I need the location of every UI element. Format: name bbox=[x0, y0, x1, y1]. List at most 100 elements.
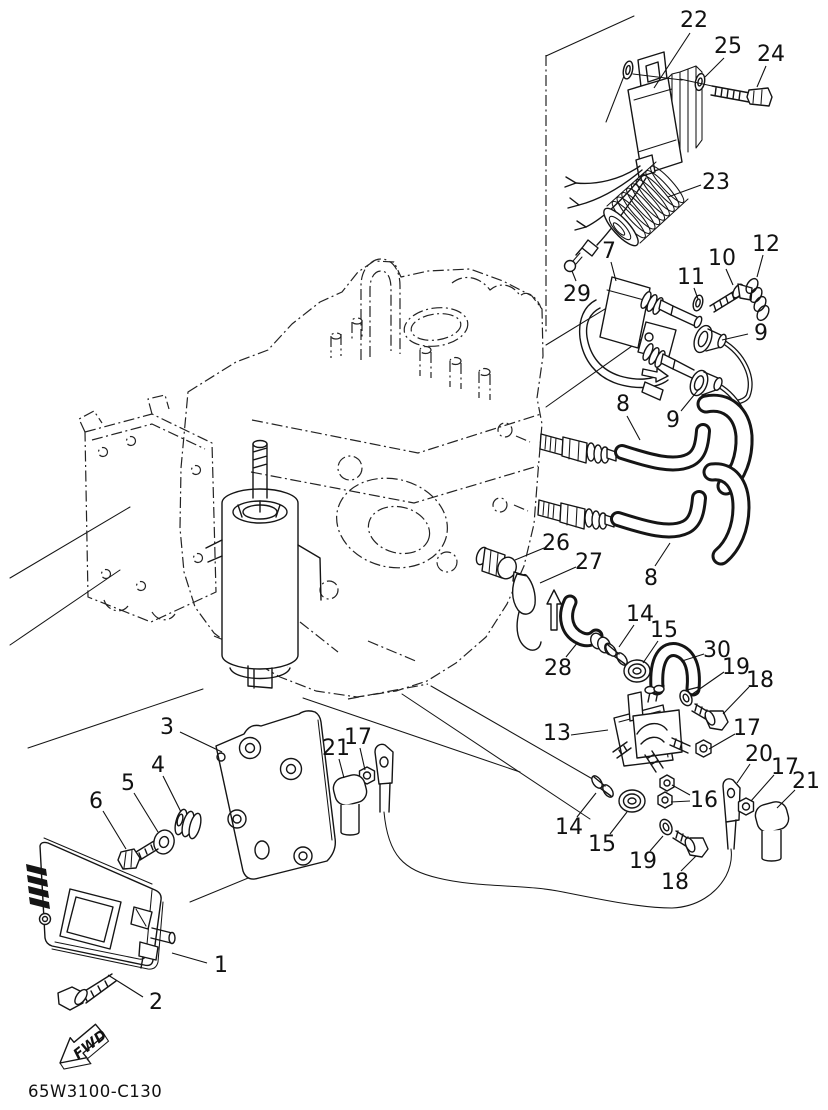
starter-motor bbox=[205, 439, 322, 689]
callout-number: 9 bbox=[754, 321, 768, 346]
callout-26: 26 bbox=[514, 531, 570, 561]
leader-line bbox=[171, 952, 208, 964]
callout-17: 17 bbox=[708, 716, 761, 750]
cdi-bracket bbox=[117, 710, 337, 880]
callout-number: 19 bbox=[629, 849, 657, 874]
leader-line bbox=[667, 184, 702, 198]
callout-18: 18 bbox=[722, 668, 774, 715]
engine-block bbox=[78, 258, 544, 700]
install-direction-arrow bbox=[546, 589, 562, 631]
leader-line bbox=[102, 810, 127, 850]
callout-21: 21 bbox=[776, 769, 820, 809]
callout-number: 26 bbox=[542, 531, 570, 556]
relay-mounts bbox=[591, 643, 709, 858]
battery-cable bbox=[332, 743, 790, 909]
callout-number: 16 bbox=[690, 788, 718, 813]
callout-number: 15 bbox=[650, 618, 678, 643]
callout-8: 8 bbox=[644, 542, 671, 591]
callout-number: 9 bbox=[666, 408, 680, 433]
callout-number: 24 bbox=[757, 42, 785, 67]
callout-14: 14 bbox=[555, 792, 597, 840]
starter-relay bbox=[612, 642, 729, 809]
callout-number: 14 bbox=[626, 602, 654, 627]
leader-line bbox=[756, 254, 764, 278]
callout-number: 8 bbox=[616, 392, 630, 417]
callout-29: 29 bbox=[563, 270, 591, 307]
callout-number: 8 bbox=[644, 566, 658, 591]
callout-4: 4 bbox=[151, 753, 182, 813]
leader-line bbox=[693, 287, 699, 300]
leader-line bbox=[750, 774, 775, 802]
leader-line bbox=[721, 333, 749, 341]
rectifier-regulator bbox=[564, 51, 773, 257]
callout-30: 30 bbox=[681, 638, 731, 663]
callout-18: 18 bbox=[661, 855, 697, 895]
callout-17: 17 bbox=[750, 755, 799, 802]
leader-line bbox=[776, 789, 796, 809]
leader-line bbox=[565, 641, 579, 658]
corrugated-tube bbox=[603, 161, 689, 247]
leader-line bbox=[653, 32, 691, 89]
callout-13: 13 bbox=[543, 721, 609, 746]
callout-number: 13 bbox=[543, 721, 571, 746]
callout-number: 17 bbox=[771, 755, 799, 780]
callout-number: 25 bbox=[714, 34, 742, 59]
leader-line bbox=[539, 566, 577, 584]
callout-number: 28 bbox=[544, 656, 572, 681]
callout-number: 1 bbox=[214, 953, 228, 978]
leader-line bbox=[570, 729, 609, 736]
leader-line bbox=[736, 763, 751, 784]
callout-23: 23 bbox=[667, 170, 730, 198]
callout-19: 19 bbox=[690, 655, 750, 696]
leader-line bbox=[690, 671, 725, 696]
callout-20: 20 bbox=[736, 742, 773, 784]
callout-8: 8 bbox=[616, 392, 641, 441]
callout-7: 7 bbox=[602, 239, 617, 282]
leader-line bbox=[162, 775, 182, 813]
callout-number: 4 bbox=[151, 753, 165, 778]
callout-22: 22 bbox=[653, 8, 708, 89]
callout-16: 16 bbox=[670, 784, 718, 813]
callout-5: 5 bbox=[121, 771, 159, 833]
callout-25: 25 bbox=[704, 34, 742, 78]
leader-line bbox=[680, 388, 700, 412]
spark-plugs bbox=[537, 433, 617, 530]
callout-10: 10 bbox=[708, 246, 736, 286]
leader-line bbox=[571, 270, 577, 282]
leader-line bbox=[704, 57, 725, 78]
callout-number: 21 bbox=[792, 769, 820, 794]
cdi-unit bbox=[26, 837, 176, 1011]
callout-number: 14 bbox=[555, 815, 583, 840]
callout-number: 10 bbox=[708, 246, 736, 271]
leader-line bbox=[670, 800, 691, 803]
leader-line bbox=[756, 65, 767, 88]
callout-number: 17 bbox=[733, 716, 761, 741]
callout-15: 15 bbox=[588, 811, 628, 857]
callout-number: 29 bbox=[563, 282, 591, 307]
leader-line bbox=[680, 855, 697, 872]
callout-number: 20 bbox=[745, 742, 773, 767]
callout-number: 15 bbox=[588, 832, 616, 857]
leader-line bbox=[654, 542, 671, 567]
leader-line bbox=[609, 811, 628, 835]
leader-line bbox=[681, 653, 705, 662]
callout-number: 7 bbox=[602, 239, 616, 264]
leader-line bbox=[576, 792, 597, 818]
leader-line bbox=[671, 784, 691, 796]
callout-number: 19 bbox=[722, 655, 750, 680]
callout-number: 3 bbox=[160, 715, 174, 740]
part-code: 65W3100-C130 bbox=[28, 1082, 162, 1101]
leader-line bbox=[610, 261, 617, 282]
callout-12: 12 bbox=[752, 232, 780, 278]
leader-line bbox=[618, 624, 635, 648]
leader-line bbox=[708, 733, 736, 750]
switch-boot bbox=[511, 573, 542, 651]
callout-19: 19 bbox=[629, 835, 664, 874]
callout-number: 18 bbox=[661, 870, 689, 895]
callout-6: 6 bbox=[89, 789, 127, 850]
leader-line bbox=[359, 747, 366, 771]
callout-1: 1 bbox=[171, 952, 228, 978]
fwd-arrow: FWD bbox=[59, 1023, 110, 1070]
callout-number: 23 bbox=[702, 170, 730, 195]
